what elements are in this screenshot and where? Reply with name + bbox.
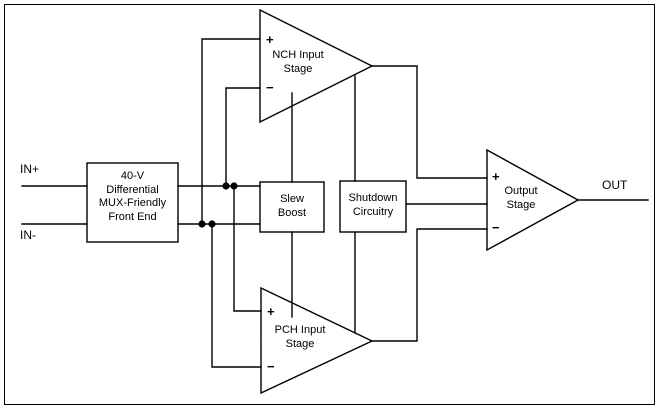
port-label-in-positive: IN+ xyxy=(20,162,40,176)
wire-pch-to-output-minus xyxy=(371,228,488,342)
block-label-front-end: 40-V Differential MUX-Friendly Front End xyxy=(98,170,167,223)
wire-bus-c-to-pch-plus xyxy=(233,185,262,312)
wire-bus-a-to-nch-plus xyxy=(201,38,261,225)
block-label-nch-input-stage: NCH Input Stage xyxy=(272,49,324,75)
pch-plus-sign: + xyxy=(267,304,275,319)
shape-slew-box xyxy=(259,181,325,233)
wire-bus-b-to-nch-minus xyxy=(225,87,261,187)
port-label-out: OUT xyxy=(602,178,628,192)
shape-frontend-box xyxy=(86,162,179,243)
diagram-border xyxy=(4,4,655,405)
nch-minus-sign: − xyxy=(266,80,274,95)
shape-pch-triangle xyxy=(260,286,374,395)
block-label-shutdown-circuitry: Shutdown Circuitry xyxy=(348,192,398,218)
output-minus-sign: − xyxy=(492,220,500,235)
pch-minus-sign: − xyxy=(267,359,275,374)
nch-plus-sign: + xyxy=(266,32,274,47)
wire-nch-to-output-plus xyxy=(371,65,488,179)
shape-nch-triangle xyxy=(259,8,374,124)
block-label-output-stage: Output Stage xyxy=(504,185,538,211)
junction-dot-in-negative-1 xyxy=(198,220,206,228)
wire-bus-d-to-pch-minus xyxy=(211,223,262,368)
port-label-in-negative: IN- xyxy=(20,228,36,242)
output-plus-sign: + xyxy=(492,169,500,184)
junction-dot-in-positive-2 xyxy=(230,182,238,190)
junction-dot-in-negative-2 xyxy=(208,220,216,228)
shape-shutdown-box xyxy=(339,180,407,233)
junction-dot-in-positive-1 xyxy=(222,182,230,190)
shape-output-triangle xyxy=(486,148,580,252)
block-label-slew-boost: Slew Boost xyxy=(277,193,307,219)
block-label-pch-input-stage: PCH Input Stage xyxy=(274,324,326,350)
